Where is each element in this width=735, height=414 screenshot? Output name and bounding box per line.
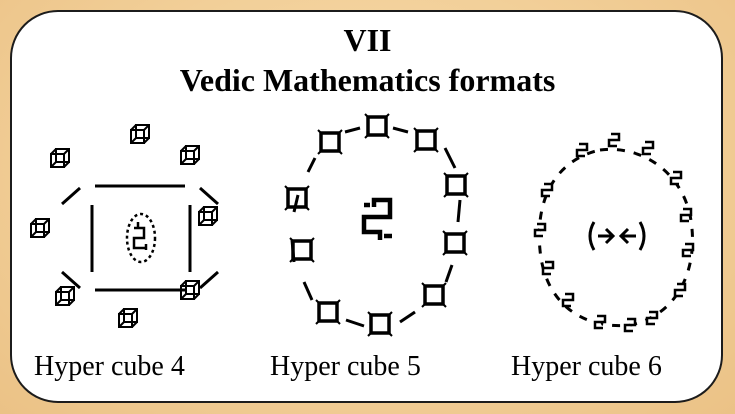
cube-bottom (118, 308, 138, 328)
ring-square (420, 281, 448, 309)
caption-hyper-cube-6: Hyper cube 6 (511, 351, 662, 382)
hyper-cube-5-diagram (283, 112, 470, 338)
octagon-frame (61, 184, 219, 292)
caption-hyper-cube-5: Hyper cube 5 (270, 351, 421, 382)
page-title: Vedic Mathematics formats (179, 62, 556, 98)
section-number: VII (343, 22, 392, 58)
ring-square (288, 236, 316, 264)
ring-square (316, 128, 344, 156)
ring-square (412, 126, 440, 154)
ring-square (441, 229, 469, 257)
cube-top-right (180, 145, 200, 165)
cube-top (130, 124, 150, 144)
ring-square (442, 171, 470, 199)
cube-top-left (50, 148, 70, 168)
center-arrows (588, 221, 646, 251)
hyper-cube-6-diagram (533, 132, 695, 333)
ring-square (314, 298, 342, 326)
center-symbol (125, 212, 157, 264)
cube-bottom-left (55, 286, 75, 306)
ring-square (366, 310, 394, 338)
cube-left (30, 218, 50, 238)
center-symbol (361, 197, 393, 240)
caption-hyper-cube-4: Hyper cube 4 (34, 351, 185, 382)
ring-square (363, 112, 391, 140)
ring-glyphs (533, 132, 695, 333)
ring-dashes (290, 126, 462, 328)
cube-right (198, 206, 218, 226)
